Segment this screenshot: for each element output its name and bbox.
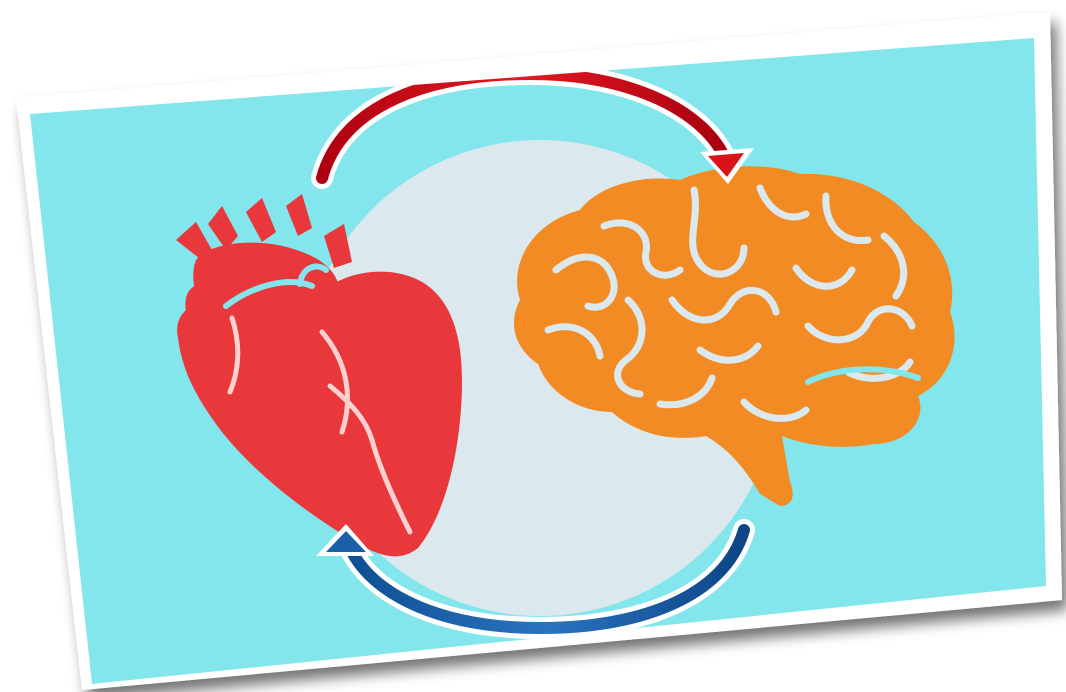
heart-brain-illustration [0,0,1066,692]
illustration-stage [0,0,1066,692]
